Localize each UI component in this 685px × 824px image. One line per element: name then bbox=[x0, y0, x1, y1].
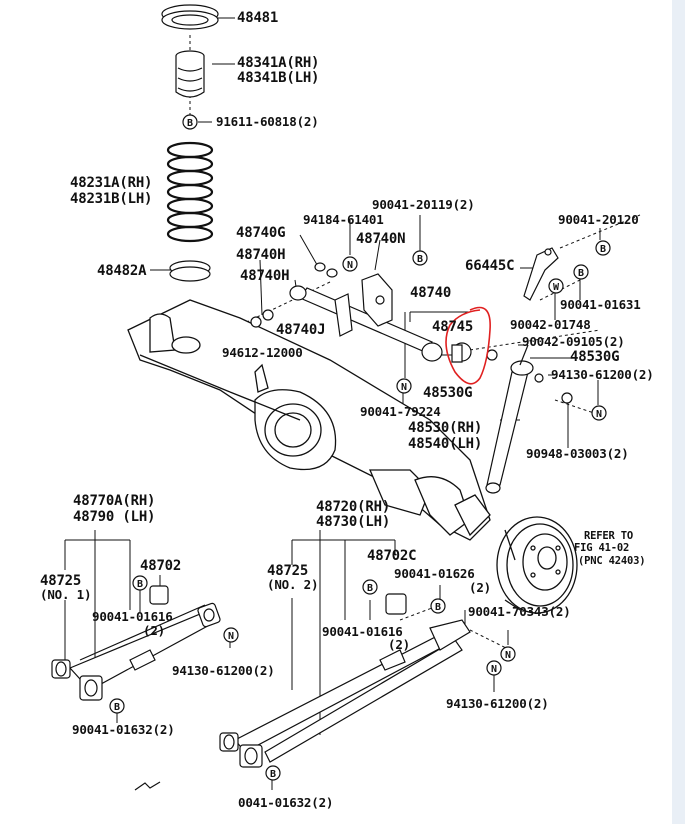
part-48725-no1: 48725 bbox=[40, 573, 82, 589]
part-48702c: 48702C bbox=[367, 548, 417, 564]
part-90041-01616-a-qty: (2) bbox=[143, 623, 165, 638]
b-marker: B bbox=[265, 765, 281, 781]
b-marker: B bbox=[109, 698, 125, 714]
shock-absorber bbox=[485, 247, 573, 494]
part-90948: 90948-03003(2) bbox=[526, 446, 629, 461]
part-48725-no1-sub: (NO. 1) bbox=[40, 587, 92, 602]
part-90041-01626: 90041-01626 bbox=[394, 566, 475, 581]
svg-text:B: B bbox=[417, 254, 423, 265]
svg-text:B: B bbox=[137, 579, 143, 590]
b-marker: B bbox=[132, 575, 148, 591]
part-90041-01632-a: 90041-01632(2) bbox=[72, 722, 175, 737]
part-48231a: 48231A(RH) bbox=[70, 175, 153, 191]
part-94130-a: 94130-61200(2) bbox=[551, 367, 654, 382]
part-48341a: 48341A(RH) bbox=[237, 55, 320, 71]
svg-text:W: W bbox=[553, 282, 560, 293]
part-48740h-2: 48740H bbox=[240, 268, 290, 284]
part-48725-no2-sub: (NO. 2) bbox=[267, 577, 319, 592]
refer-text-1: REFER TO bbox=[584, 530, 633, 542]
part-48740h-1: 48740H bbox=[236, 247, 286, 263]
part-90041-79224: 90041-79224 bbox=[360, 404, 441, 419]
svg-text:B: B bbox=[114, 702, 120, 713]
part-66445c: 66445C bbox=[465, 258, 515, 274]
svg-text:B: B bbox=[600, 244, 606, 255]
b-marker: B bbox=[430, 598, 446, 614]
part-91611: 91611-60818(2) bbox=[216, 114, 319, 129]
part-48720: 48720(RH) bbox=[316, 499, 391, 515]
highlight-circle-48745 bbox=[445, 306, 491, 385]
part-48730: 48730(LH) bbox=[316, 514, 391, 530]
refer-text-2: FIG 41-02 bbox=[574, 542, 630, 554]
part-90041-01616-b-qty: (2) bbox=[388, 637, 410, 652]
b-marker: B bbox=[595, 240, 611, 256]
part-90042-01748: 90042-01748 bbox=[510, 317, 591, 332]
part-94612: 94612-12000 bbox=[222, 345, 303, 360]
part-48770a: 48770A(RH) bbox=[73, 493, 156, 509]
part-94130-b: 94130-61200(2) bbox=[172, 663, 275, 678]
n-marker: N bbox=[396, 378, 412, 394]
part-48740g: 48740G bbox=[236, 225, 286, 241]
part-90041-70343: 90041-70343(2) bbox=[468, 604, 571, 619]
svg-text:N: N bbox=[347, 260, 353, 271]
w-marker: W bbox=[548, 278, 564, 294]
refer-text-3: (PNC 42403) bbox=[578, 555, 646, 567]
part-48231b: 48231B(LH) bbox=[70, 191, 153, 207]
part-90041-20119: 90041-20119(2) bbox=[372, 197, 475, 212]
part-94130-c: 94130-61200(2) bbox=[446, 696, 549, 711]
part-48745: 48745 bbox=[432, 319, 474, 335]
svg-text:B: B bbox=[578, 268, 584, 279]
b-marker: B bbox=[182, 114, 198, 130]
continuation-mark bbox=[134, 781, 161, 791]
svg-text:B: B bbox=[435, 602, 441, 613]
part-90041-01616-a: 90041-01616 bbox=[92, 609, 173, 624]
n-marker: N bbox=[486, 660, 502, 676]
part-48530: 48530(RH) bbox=[408, 420, 483, 436]
n-marker: N bbox=[342, 256, 358, 272]
part-48740n: 48740N bbox=[356, 231, 406, 247]
part-48702: 48702 bbox=[140, 558, 182, 574]
part-48790: 48790 (LH) bbox=[73, 509, 156, 525]
n-marker: N bbox=[500, 646, 516, 662]
lower-arm-no2 bbox=[219, 593, 471, 768]
part-48540: 48540(LH) bbox=[408, 436, 483, 452]
part-48725-no2: 48725 bbox=[267, 563, 309, 579]
svg-text:N: N bbox=[596, 409, 602, 420]
svg-text:N: N bbox=[491, 664, 497, 675]
b-marker: B bbox=[573, 264, 589, 280]
n-marker: N bbox=[223, 627, 239, 643]
part-48530g-1: 48530G bbox=[570, 349, 620, 365]
part-90041-01632-b: 0041-01632(2) bbox=[238, 795, 334, 810]
part-90041-20120: 90041-20120 bbox=[558, 212, 639, 227]
part-48481: 48481 bbox=[237, 10, 279, 26]
b-marker: B bbox=[362, 579, 378, 595]
part-90041-01631: 90041-01631 bbox=[560, 297, 641, 312]
n-marker: N bbox=[591, 405, 607, 421]
right-edge-strip bbox=[672, 0, 685, 824]
part-48482a: 48482A bbox=[97, 263, 147, 279]
spring-assembly bbox=[161, 4, 219, 282]
lower-arm-no1 bbox=[51, 585, 221, 701]
svg-text:B: B bbox=[270, 769, 276, 780]
part-94184: 94184-61401 bbox=[303, 212, 384, 227]
part-90041-01626-qty: (2) bbox=[469, 580, 491, 595]
part-90041-01616-b: 90041-01616 bbox=[322, 624, 403, 639]
part-48740j: 48740J bbox=[276, 322, 326, 338]
brake-drum bbox=[496, 516, 578, 614]
part-48740: 48740 bbox=[410, 285, 452, 301]
axle-housing bbox=[127, 299, 491, 541]
svg-text:B: B bbox=[367, 583, 373, 594]
svg-text:N: N bbox=[228, 631, 234, 642]
lateral-control-rod bbox=[250, 262, 498, 363]
part-48341b: 48341B(LH) bbox=[237, 70, 320, 86]
b-marker: B bbox=[412, 250, 428, 266]
svg-text:N: N bbox=[401, 382, 407, 393]
svg-text:N: N bbox=[505, 650, 511, 661]
part-48530g-2: 48530G bbox=[423, 385, 473, 401]
svg-text:B: B bbox=[187, 118, 193, 129]
part-90042-09105: 90042-09105(2) bbox=[522, 334, 625, 349]
